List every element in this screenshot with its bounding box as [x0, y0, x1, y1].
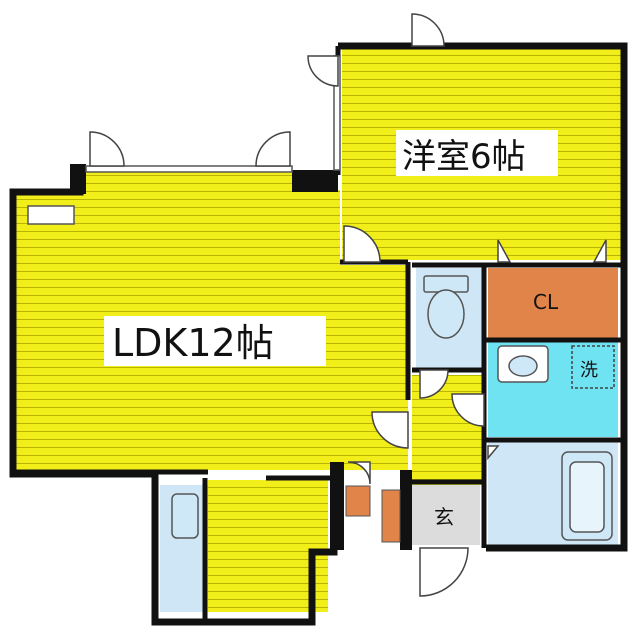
toilet-icon — [423, 275, 469, 339]
door-swing-icon[interactable] — [451, 393, 485, 427]
ldk-label-bg — [104, 316, 326, 366]
closet-label: CL — [533, 290, 559, 314]
western-room-label-bg — [396, 130, 558, 176]
door-swing-icon[interactable] — [592, 239, 607, 263]
washing-machine-spot — [571, 345, 615, 389]
outer-wall-left — [9, 172, 338, 626]
air-conditioner-icon — [27, 205, 75, 225]
kitchen-floor — [208, 480, 328, 612]
ldk-label: LDK12帖 — [112, 321, 274, 365]
door-swing-icon[interactable] — [255, 131, 291, 167]
door-swing-icon[interactable] — [497, 239, 512, 263]
shoe-cabinet-icon — [381, 489, 401, 543]
bathtub-icon — [561, 451, 613, 541]
entrance-label: 玄 — [434, 505, 454, 529]
wall-block — [400, 470, 412, 550]
washroom-label: 洗 — [580, 360, 598, 381]
outer-wall — [338, 42, 628, 552]
kitchen-sink-icon — [171, 493, 199, 539]
wall-block — [330, 462, 344, 550]
wall-block — [70, 164, 86, 194]
door-swing-icon[interactable] — [487, 445, 500, 461]
closet-floor — [488, 268, 618, 338]
shoe-cabinet-icon — [345, 485, 371, 517]
door-swing-icon[interactable] — [411, 13, 445, 47]
door-swing-icon[interactable] — [89, 131, 125, 167]
wall-block — [292, 170, 338, 192]
window — [85, 165, 293, 173]
washbasin-icon — [497, 345, 549, 383]
door-swing-icon[interactable] — [343, 225, 381, 263]
door-swing-icon[interactable] — [371, 411, 409, 449]
door-swing-icon[interactable] — [419, 547, 469, 597]
door-swing-icon[interactable] — [307, 55, 339, 87]
door-swing-icon[interactable] — [419, 369, 449, 399]
western-room-label: 洋室6帖 — [402, 137, 526, 177]
door-swing-icon[interactable] — [347, 461, 371, 485]
entrance-floor — [408, 485, 480, 545]
